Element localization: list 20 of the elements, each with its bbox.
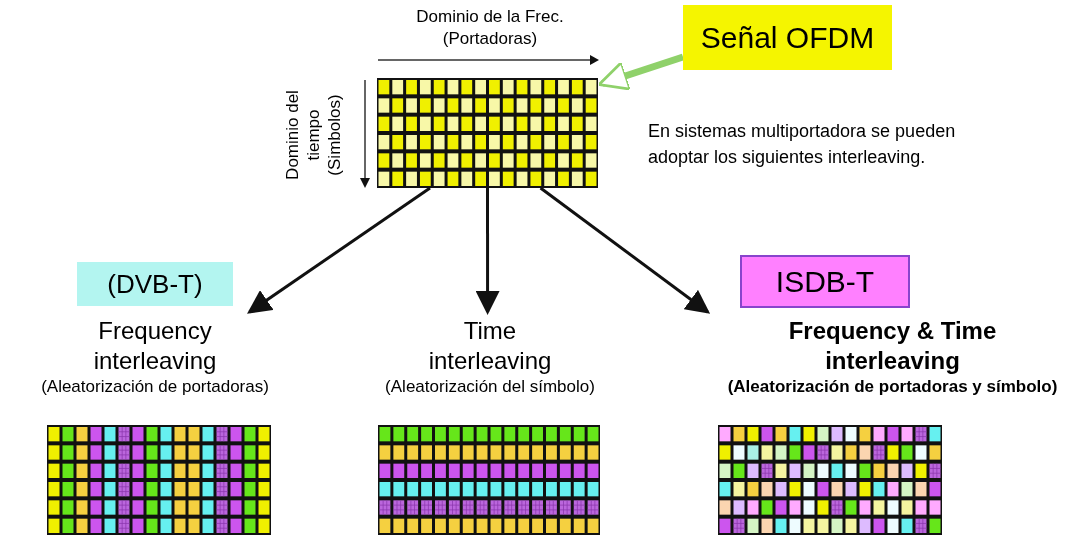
arrow: [539, 186, 711, 314]
axis-label: Dominio de la Frec. (Portadoras): [415, 6, 565, 50]
carrier-grid-drawing: [47, 425, 271, 535]
axis-label: Dominio del tiempo (Simbolos): [282, 89, 345, 182]
standard-label: (DVB-T): [77, 262, 233, 306]
carrier-grid-drawing: [377, 78, 598, 188]
title-box: Señal OFDM: [683, 5, 892, 70]
arrow: [597, 53, 685, 91]
carrier-grid-drawing: [718, 425, 942, 535]
method-subtitle: (Aleatorización del símbolo): [385, 376, 595, 398]
description-text: En sistemas multiportadora se pueden adoptar los siguientes interleaving.: [648, 120, 957, 169]
method-subtitle: (Aleatorización de portadoras y símbolo): [727, 376, 1058, 398]
method-title: Time interleaving: [427, 316, 553, 376]
carrier-grid-drawing: [378, 425, 600, 535]
method-title: Frequency & Time interleaving: [787, 316, 998, 376]
method-title: Frequency interleaving: [92, 316, 218, 376]
arrow: [247, 186, 431, 314]
standard-label: ISDB-T: [740, 255, 910, 308]
arrow: [475, 188, 500, 315]
method-subtitle: (Aleatorización de portadoras): [41, 376, 269, 398]
